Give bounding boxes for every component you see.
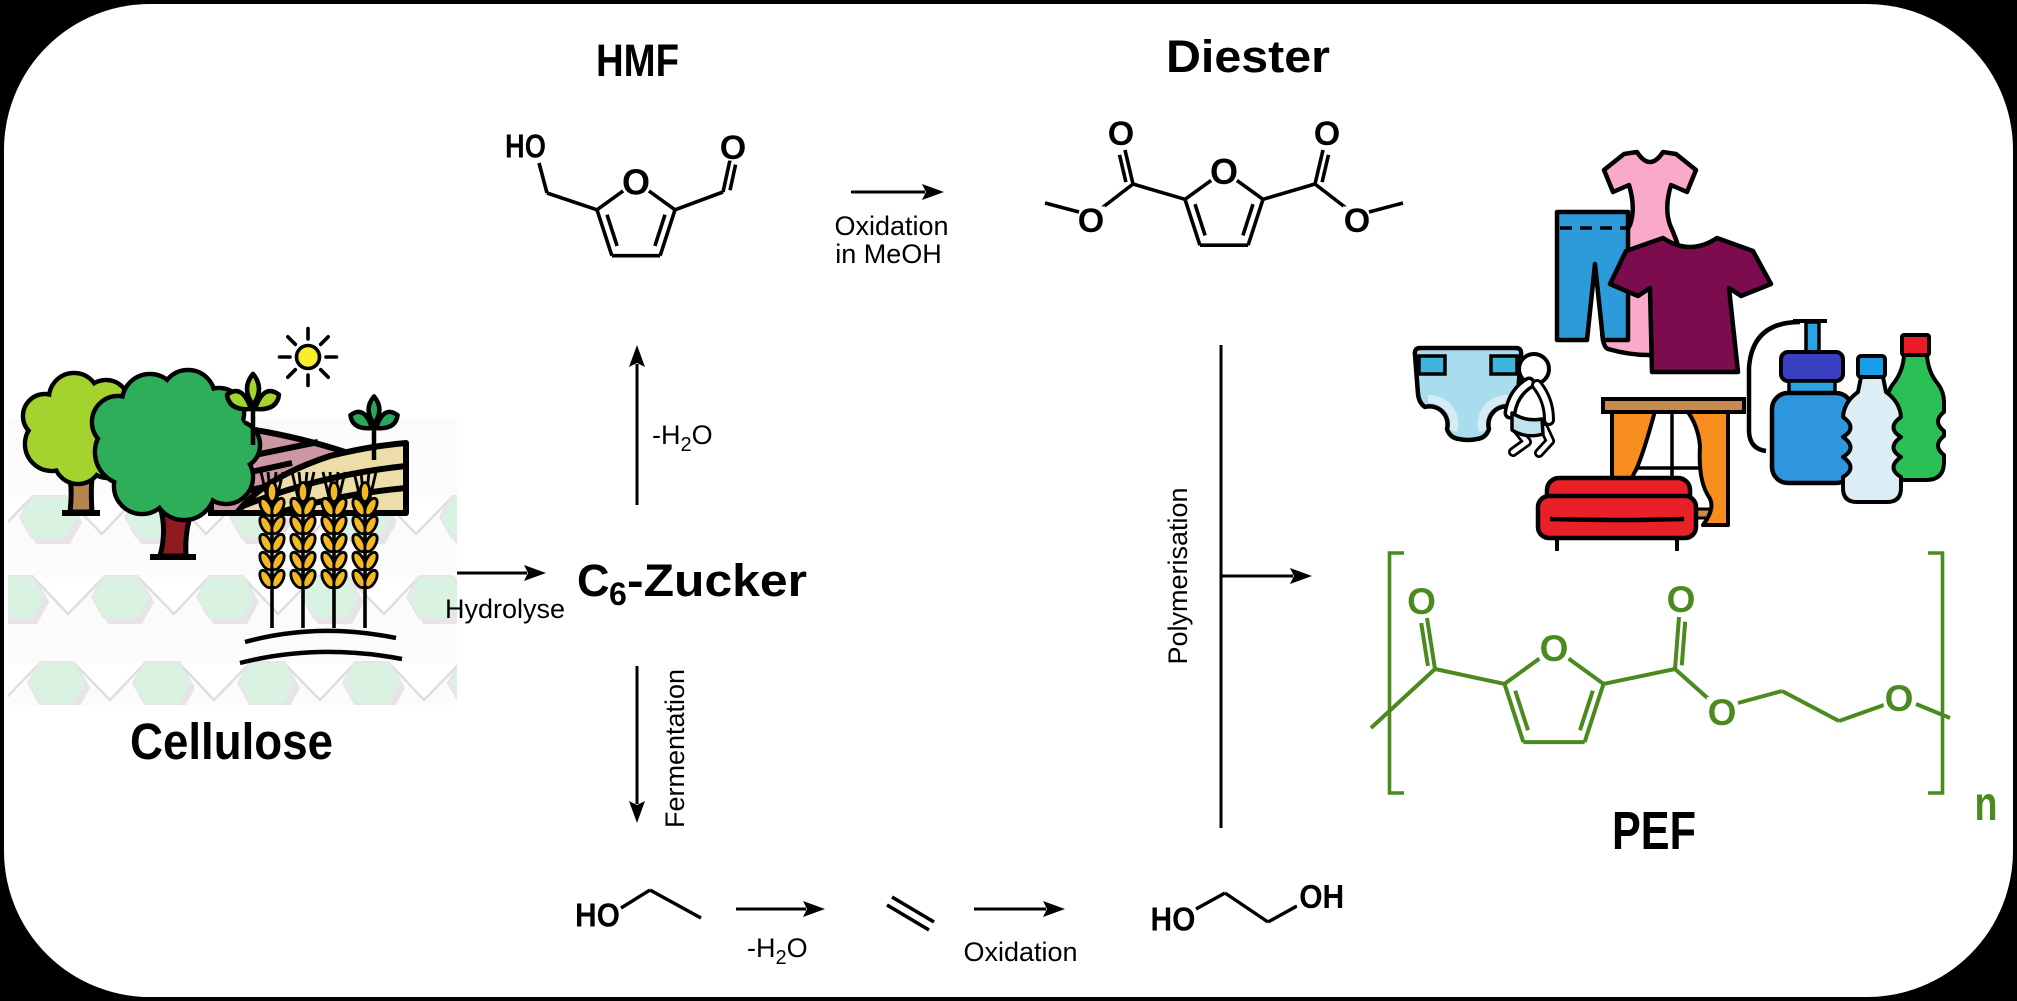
svg-text:O: O <box>1344 202 1370 240</box>
svg-text:-Zucker: -Zucker <box>627 555 807 606</box>
svg-text:Diester: Diester <box>1166 31 1330 82</box>
svg-text:C: C <box>577 555 610 606</box>
svg-text:O: O <box>1407 581 1436 622</box>
svg-text:O: O <box>1885 678 1914 719</box>
svg-text:in MeOH: in MeOH <box>835 239 942 269</box>
svg-text:HO: HO <box>505 127 546 164</box>
svg-text:O: O <box>1210 151 1238 192</box>
svg-text:n: n <box>1975 778 1998 831</box>
svg-text:O: O <box>1314 115 1340 153</box>
svg-text:Hydrolyse: Hydrolyse <box>445 594 565 624</box>
svg-text:Oxidation: Oxidation <box>834 211 948 241</box>
svg-text:O: O <box>622 161 650 202</box>
svg-text:PEF: PEF <box>1612 801 1696 861</box>
svg-text:Oxidation: Oxidation <box>963 937 1077 967</box>
svg-text:Cellulose: Cellulose <box>130 713 333 770</box>
svg-text:O: O <box>1708 692 1737 733</box>
svg-text:O: O <box>1078 202 1104 240</box>
svg-text:O: O <box>1667 579 1696 620</box>
svg-text:Polymerisation: Polymerisation <box>1163 487 1193 664</box>
svg-text:Fermentation: Fermentation <box>660 669 690 828</box>
svg-text:HMF: HMF <box>596 35 679 86</box>
svg-text:O: O <box>1540 628 1569 669</box>
svg-text:O: O <box>720 129 746 167</box>
svg-text:HO: HO <box>1151 900 1196 937</box>
svg-text:OH: OH <box>1299 878 1344 915</box>
svg-text:O: O <box>1108 115 1134 153</box>
svg-text:6: 6 <box>609 576 627 612</box>
svg-text:HO: HO <box>575 896 620 933</box>
